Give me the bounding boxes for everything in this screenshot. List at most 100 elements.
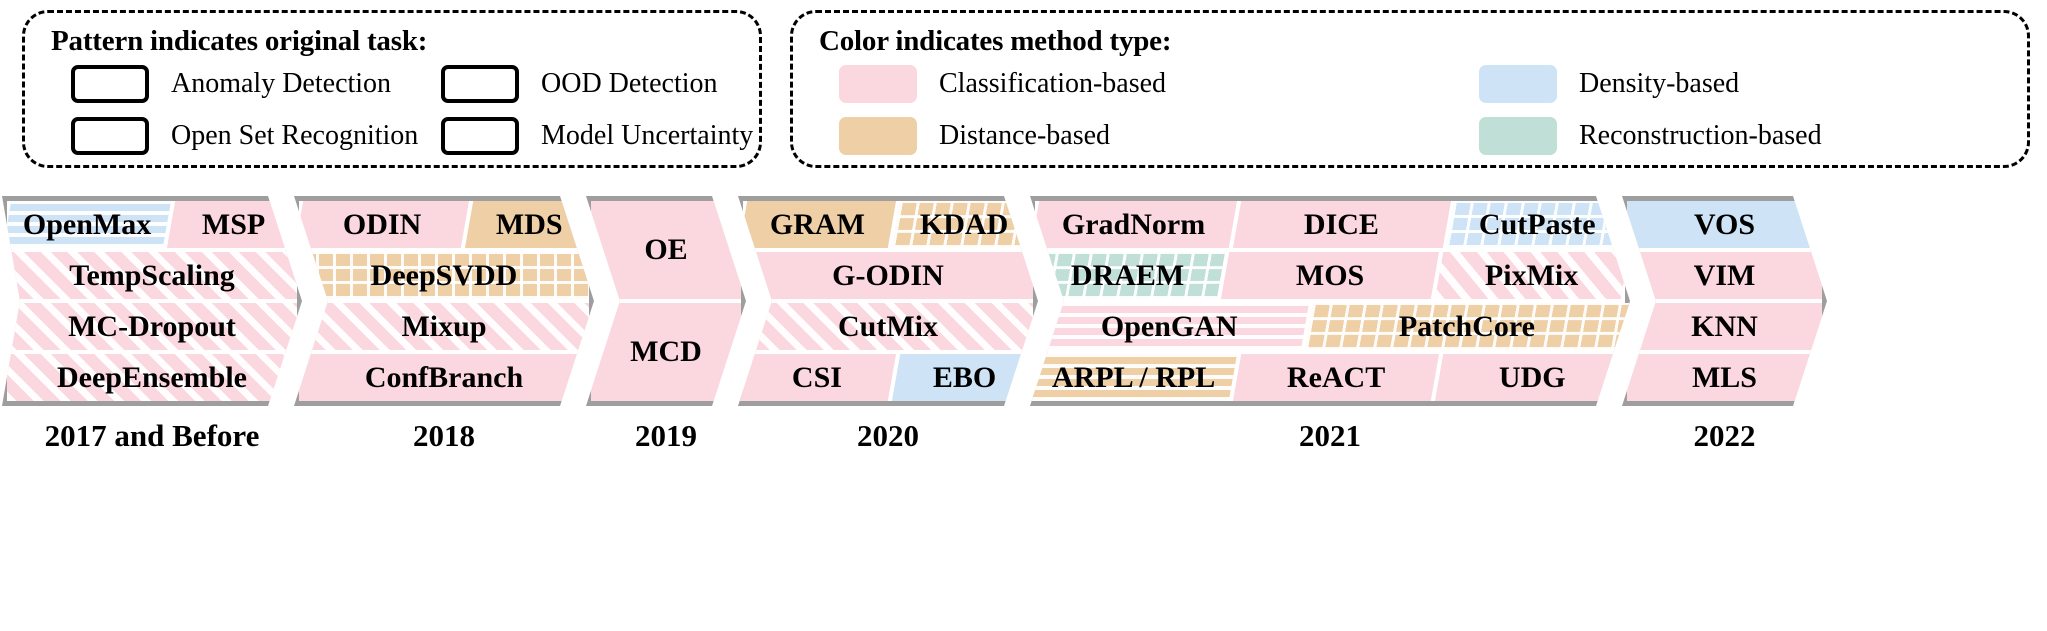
method-cell[interactable]: ARPL / RPL xyxy=(1031,354,1237,401)
distance-color-swatch xyxy=(839,117,917,155)
method-cell[interactable]: MDS xyxy=(465,201,593,248)
method-label: KDAD xyxy=(920,207,1009,241)
method-cell[interactable]: CutMix xyxy=(743,303,1033,350)
year-label: 2021 xyxy=(1299,418,1361,453)
method-cell[interactable]: OpenMax xyxy=(3,201,171,248)
method-label: Mixup xyxy=(401,309,487,343)
method-cell[interactable]: UDG xyxy=(1435,354,1630,401)
method-label: ConfBranch xyxy=(364,360,524,394)
method-cell[interactable]: MC-Dropout xyxy=(7,303,297,350)
method-row: ConfBranch xyxy=(299,354,589,401)
grid-pattern-icon xyxy=(71,65,149,103)
method-cell[interactable]: DeepEnsemble xyxy=(7,354,297,401)
method-row: Mixup xyxy=(299,303,589,350)
method-cell[interactable]: PatchCore xyxy=(1304,303,1629,350)
method-label: CutPaste xyxy=(1479,207,1597,241)
method-label: DICE xyxy=(1304,207,1380,241)
chevron-body: VOS VIM KNN MLS xyxy=(1622,196,1827,406)
method-label: MOS xyxy=(1295,258,1365,292)
method-label: ReACT xyxy=(1286,360,1385,394)
plain-pattern-icon xyxy=(441,65,519,103)
method-label: G-ODIN xyxy=(832,258,944,292)
method-label: ODIN xyxy=(342,207,422,241)
legend-item-anomaly-detection: Anomaly Detection xyxy=(71,65,441,103)
chevron-body: OE MCD xyxy=(586,196,746,406)
method-cell[interactable]: CutPaste xyxy=(1446,201,1629,248)
method-cell[interactable]: Mixup xyxy=(299,303,589,350)
method-cell[interactable]: OpenGAN xyxy=(1031,303,1309,350)
year-chevron[interactable]: VOS VIM KNN MLS xyxy=(1622,196,1827,406)
legend-item-reconstruction-based: Reconstruction-based xyxy=(1479,117,2017,155)
method-row: CutMix xyxy=(743,303,1033,350)
method-cell[interactable]: PixMix xyxy=(1435,252,1630,299)
legend-item-distance-based: Distance-based xyxy=(839,117,1479,155)
method-cell[interactable]: MCD xyxy=(591,303,741,401)
method-cell[interactable]: GradNorm xyxy=(1031,201,1237,248)
method-cell[interactable]: G-ODIN xyxy=(743,252,1033,299)
method-cell[interactable]: ConfBranch xyxy=(299,354,589,401)
method-cell[interactable]: MOS xyxy=(1221,252,1439,299)
method-cell[interactable]: KDAD xyxy=(892,201,1038,248)
method-cell[interactable]: DeepSVDD xyxy=(299,252,589,299)
year-label: 2017 and Before xyxy=(44,418,260,453)
method-row: GradNorm DICE CutPaste xyxy=(1035,201,1625,248)
method-cell[interactable]: ReACT xyxy=(1233,354,1439,401)
method-cell[interactable]: CSI xyxy=(739,354,896,401)
method-label: CSI xyxy=(792,360,843,394)
pattern-legend-box: Pattern indicates original task: Anomaly… xyxy=(22,10,762,168)
method-label: MC-Dropout xyxy=(68,309,236,343)
legend-label-classification-based: Classification-based xyxy=(939,68,1167,99)
legend-item-density-based: Density-based xyxy=(1479,65,2017,103)
method-cell[interactable]: GRAM xyxy=(739,201,896,248)
method-rows: VOS VIM KNN MLS xyxy=(1627,201,1822,401)
method-cell[interactable]: ODIN xyxy=(295,201,469,248)
method-cell[interactable]: VIM xyxy=(1627,252,1822,299)
method-cell[interactable]: OE xyxy=(591,201,741,299)
legend-item-ood-detection: OOD Detection xyxy=(441,65,753,103)
method-cell[interactable]: KNN xyxy=(1627,303,1822,350)
method-cell[interactable]: VOS xyxy=(1627,201,1822,248)
classification-color-swatch xyxy=(839,65,917,103)
reconstruction-color-swatch xyxy=(1479,117,1557,155)
method-label: OpenGAN xyxy=(1101,309,1239,343)
method-label: CutMix xyxy=(838,309,938,343)
diagonal-hatch-pattern-icon xyxy=(441,117,519,155)
method-row: KNN xyxy=(1627,303,1822,350)
method-cell[interactable]: EBO xyxy=(892,354,1038,401)
method-label: OE xyxy=(644,233,688,266)
method-cell[interactable]: DRAEM xyxy=(1031,252,1226,299)
method-cell[interactable]: MSP xyxy=(167,201,301,248)
method-label: OpenMax xyxy=(22,207,152,241)
method-cell[interactable]: MLS xyxy=(1627,354,1822,401)
method-cell[interactable]: TempScaling xyxy=(7,252,297,299)
method-cell[interactable]: DICE xyxy=(1233,201,1451,248)
legend-item-classification-based: Classification-based xyxy=(839,65,1479,103)
method-label: VIM xyxy=(1693,258,1756,292)
legend-label-model-uncertainty: Model Uncertainty xyxy=(541,120,754,151)
pattern-legend-items: Anomaly Detection OOD Detection Open Set… xyxy=(71,65,753,155)
method-label: VOS xyxy=(1693,207,1756,241)
method-label: GradNorm xyxy=(1062,207,1206,241)
method-label: KNN xyxy=(1691,309,1758,343)
horizontal-lines-pattern-icon xyxy=(71,117,149,155)
method-row: VIM xyxy=(1627,252,1822,299)
year-chevron[interactable]: OE MCD xyxy=(586,196,746,406)
method-label: ARPL / RPL xyxy=(1052,360,1216,394)
year-label: 2019 xyxy=(635,418,697,453)
method-label: PixMix xyxy=(1485,258,1579,292)
method-row: TempScaling xyxy=(7,252,297,299)
